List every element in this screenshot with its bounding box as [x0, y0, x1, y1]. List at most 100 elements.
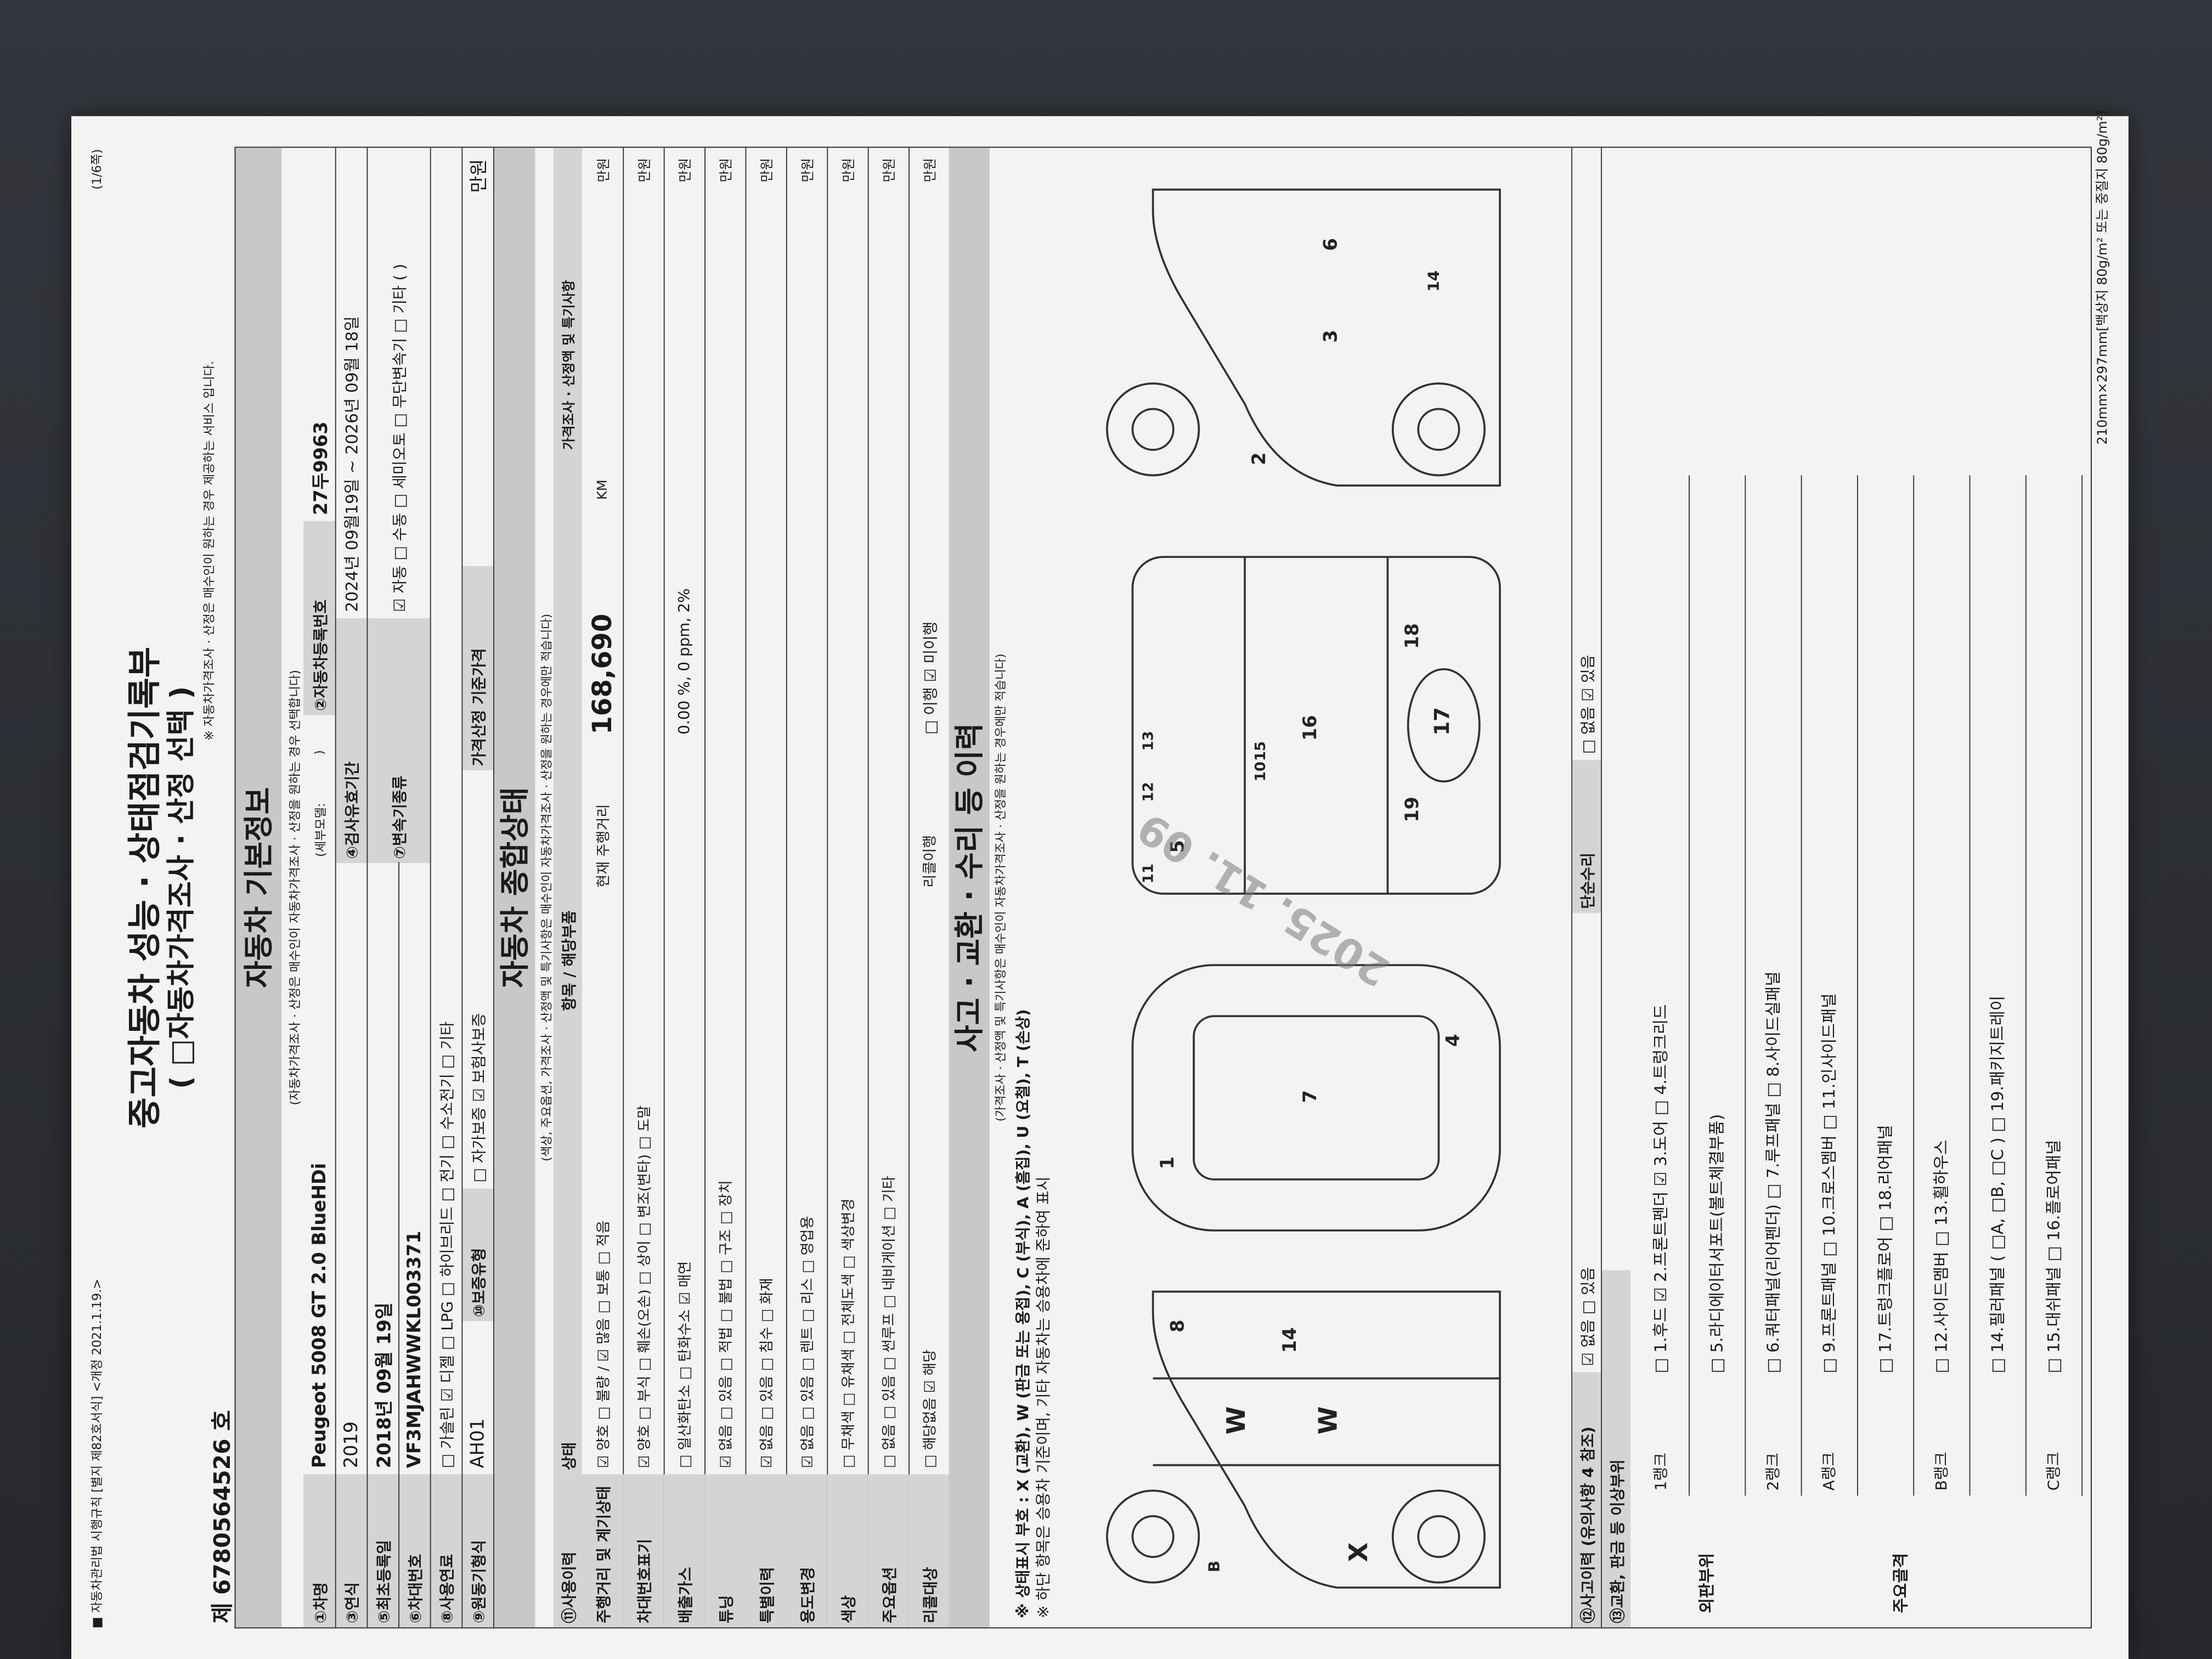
- reg-number-value: 27두9963: [311, 421, 332, 515]
- mark-top-1: 1: [1156, 1156, 1178, 1169]
- row-line: [335, 148, 336, 1628]
- overall-row-item-value: □ 이행 ☑ 미이행: [922, 621, 940, 735]
- overall-row-label: 용도변경: [786, 1474, 827, 1628]
- simple-repair-value: □ 없음 ☑ 있음: [1579, 654, 1598, 754]
- mark-frame-13: 13: [1141, 731, 1157, 751]
- vehicle-diagrams: X W W 14 8 B 1 7 4 5 16 19 17 18 11 12 1…: [1106, 188, 1501, 1589]
- item-header: 항목 / 해당부품: [553, 454, 582, 1015]
- inspection-validity-value: 2024년 09월19일 ~ 2026년 09월 18일: [342, 316, 362, 612]
- simple-repair-label: 단순수리: [1572, 760, 1601, 913]
- row-line: [2081, 475, 2083, 1496]
- year-label: ③연식: [335, 1474, 367, 1628]
- mark-frame-5: 5: [1166, 840, 1188, 853]
- mark-frame-11: 11: [1141, 864, 1157, 883]
- overall-row-item: 현재 주행거리: [595, 804, 612, 888]
- mark-frame-19: 19: [1401, 797, 1423, 822]
- detail-model-close: ): [312, 750, 326, 755]
- overall-row-state: □ 무채색 □ 유채색 □ 전체도색 □ 색상변경: [839, 1198, 857, 1469]
- mark-top-7: 7: [1299, 1090, 1321, 1103]
- overall-row-item-value: 0.00 %, 0 ppm, 2%: [675, 588, 693, 735]
- overall-row-label: 리콜대상: [909, 1474, 950, 1628]
- mark-left-14: 14: [1279, 1327, 1300, 1353]
- mark-frame-17: 17: [1430, 707, 1454, 736]
- overall-row-label: 튜닝: [704, 1474, 746, 1628]
- row-line: [461, 148, 463, 1628]
- rank-label: 2랭크: [1764, 1453, 1782, 1491]
- overall-row-manwon: 만원: [596, 157, 612, 183]
- overall-row-manwon: 만원: [759, 157, 775, 183]
- accident-title: 사고 · 교환 · 수리 등 이력: [949, 148, 990, 1628]
- overall-row-unit: KM: [595, 479, 611, 500]
- side-view-left: [1106, 1290, 1501, 1589]
- reg-number-label: ②자동차등록번호: [303, 521, 335, 715]
- overall-row-item: 리콜이행: [921, 835, 939, 888]
- mark-right-2: 2: [1248, 453, 1269, 465]
- overall-row-label: 배출가스: [663, 1474, 705, 1628]
- fuel-value: □ 가솔린 ☑ 디젤 □ LPG □ 하이브리드 □ 전기 □ 수소전기 □ 기…: [438, 1021, 457, 1469]
- overall-row-state: ☑ 양호 □ 부식 □ 훼손(오손) □ 상이 □ 변조(변타) □ 도말: [635, 1105, 653, 1469]
- rank-items: □ 6.쿼터패널(리어펜더) □ 7.루프패널 □ 8.사이드실패널: [1763, 971, 1783, 1374]
- page-number: (1/6쪽): [89, 149, 104, 190]
- overall-row-state: ☑ 없음 □ 있음 □ 렌트 □ 리스 □ 영업용: [799, 1216, 816, 1469]
- overall-row-item-value: 168,690: [587, 613, 618, 735]
- row-line: [1969, 475, 1971, 1496]
- exchange-label: ⑬교환, 판금 등 이상부위: [1602, 1270, 1631, 1628]
- warranty-type-label: ⑩보증유형: [461, 1188, 494, 1322]
- overall-note: (색상, 주요옵션, 가격조사 · 산정액 및 특기사항은 매수인이 자동차가격…: [540, 613, 554, 1161]
- rank-items: □ 9.프론트패널 □ 10.크로스멤버 □ 11.인사이드패널: [1819, 993, 1839, 1374]
- car-name-value: Peugeot 5008 GT 2.0 BlueHDi: [308, 1163, 330, 1469]
- overall-title: 자동차 종합상태: [494, 148, 535, 1628]
- row-line: [398, 862, 399, 1628]
- engine-type-value: AH01: [467, 1418, 488, 1469]
- rank-items: □ 17.트렁크플로어 □ 18.리어패널: [1875, 1125, 1895, 1374]
- rank-label: 1랭크: [1652, 1453, 1670, 1491]
- side-view-right: [1106, 188, 1501, 487]
- first-reg-value: 2018년 09월 19일: [374, 1302, 395, 1469]
- vin-label: ⑥차대번호: [398, 1474, 430, 1628]
- overall-row-label: 주요옵션: [867, 1474, 909, 1628]
- mark-frame-10: 10: [1252, 761, 1269, 781]
- price-header: 가격조사 · 산정액 및 특기사항: [553, 148, 582, 454]
- mark-right-6: 6: [1319, 238, 1341, 251]
- base-price-unit: 만원: [469, 159, 490, 193]
- row-line: [1913, 475, 1915, 1496]
- mark-hood-exchange: X: [1344, 1542, 1373, 1562]
- frame-parts-label: 주요골격: [1891, 1553, 1910, 1613]
- overall-row-manwon: 만원: [800, 157, 816, 183]
- service-note: ※ 자동차가격조사 · 산정은 매수인이 원하는 경우 제공하는 서비스 입니다…: [202, 360, 217, 741]
- overall-row-state: ☑ 없음 □ 있음 □ 적법 □ 불법 □ 구조 □ 장치: [717, 1180, 735, 1469]
- inspection-record-document: ■ 자동차관리법 시행규칙 [별지 제82호서식] <개정 2021.1.19.…: [71, 110, 2129, 1659]
- year-value: 2019: [340, 1421, 362, 1469]
- transmission-label: ⑦변속기종류: [366, 618, 430, 864]
- detail-model-label: (세부모델:: [313, 803, 328, 857]
- top-view: [1131, 964, 1501, 1232]
- document-subtitle: ( □자동차가격조사 · 산정 선택 ): [165, 686, 198, 1090]
- overall-row-label: 특별이력: [745, 1474, 786, 1628]
- status-legend: ※ 상태표시 부호 : X (교환), W (판금 또는 용접), C (부식)…: [1014, 1009, 1032, 1618]
- base-price-label: 가격산정 기준가격: [461, 566, 494, 770]
- rank-items: □ 1.후드 ☑ 2.프론트펜더 ☑ 3.도어 □ 4.트렁크리드: [1651, 1004, 1671, 1374]
- mark-frame-15: 15: [1252, 741, 1269, 761]
- outer-parts-label: 외판부위: [1696, 1553, 1717, 1613]
- state-header: 상태: [553, 1015, 582, 1475]
- accident-history-label: ⑫사고이력 (유의사항 4 참조): [1572, 1372, 1601, 1628]
- overall-row-state: □ 없음 □ 있음 □ 썬루프 □ 네비게이션 □ 기타: [880, 1176, 898, 1469]
- mark-frame-12: 12: [1141, 782, 1157, 802]
- basic-info-title: 자동차 기본정보: [235, 148, 282, 1628]
- overall-row-label: 색상: [827, 1474, 868, 1628]
- frame-view: [1131, 556, 1501, 895]
- overall-row-state: □ 일산화탄소 □ 탄화수소 ☑ 매연: [676, 1261, 693, 1469]
- overall-row-manwon: 만원: [922, 157, 938, 183]
- mark-top-4: 4: [1442, 1034, 1464, 1047]
- overall-row-label: 차대번호표기: [623, 1474, 664, 1628]
- paper-size-note: 210mm×297mm[백상지 80g/m² 또는 중질지 80g/m²]: [2095, 110, 2111, 445]
- mark-frame-18: 18: [1401, 623, 1423, 649]
- rank-items: □ 5.라디에이터서포트(볼트체결부품): [1707, 1114, 1726, 1374]
- row-line: [366, 148, 368, 1628]
- row-line: [1745, 475, 1746, 1496]
- mark-right-14: 14: [1424, 270, 1442, 292]
- mark-frame-16: 16: [1299, 715, 1321, 741]
- row-line: [1689, 475, 1690, 1496]
- rank-label: A랭크: [1820, 1452, 1838, 1491]
